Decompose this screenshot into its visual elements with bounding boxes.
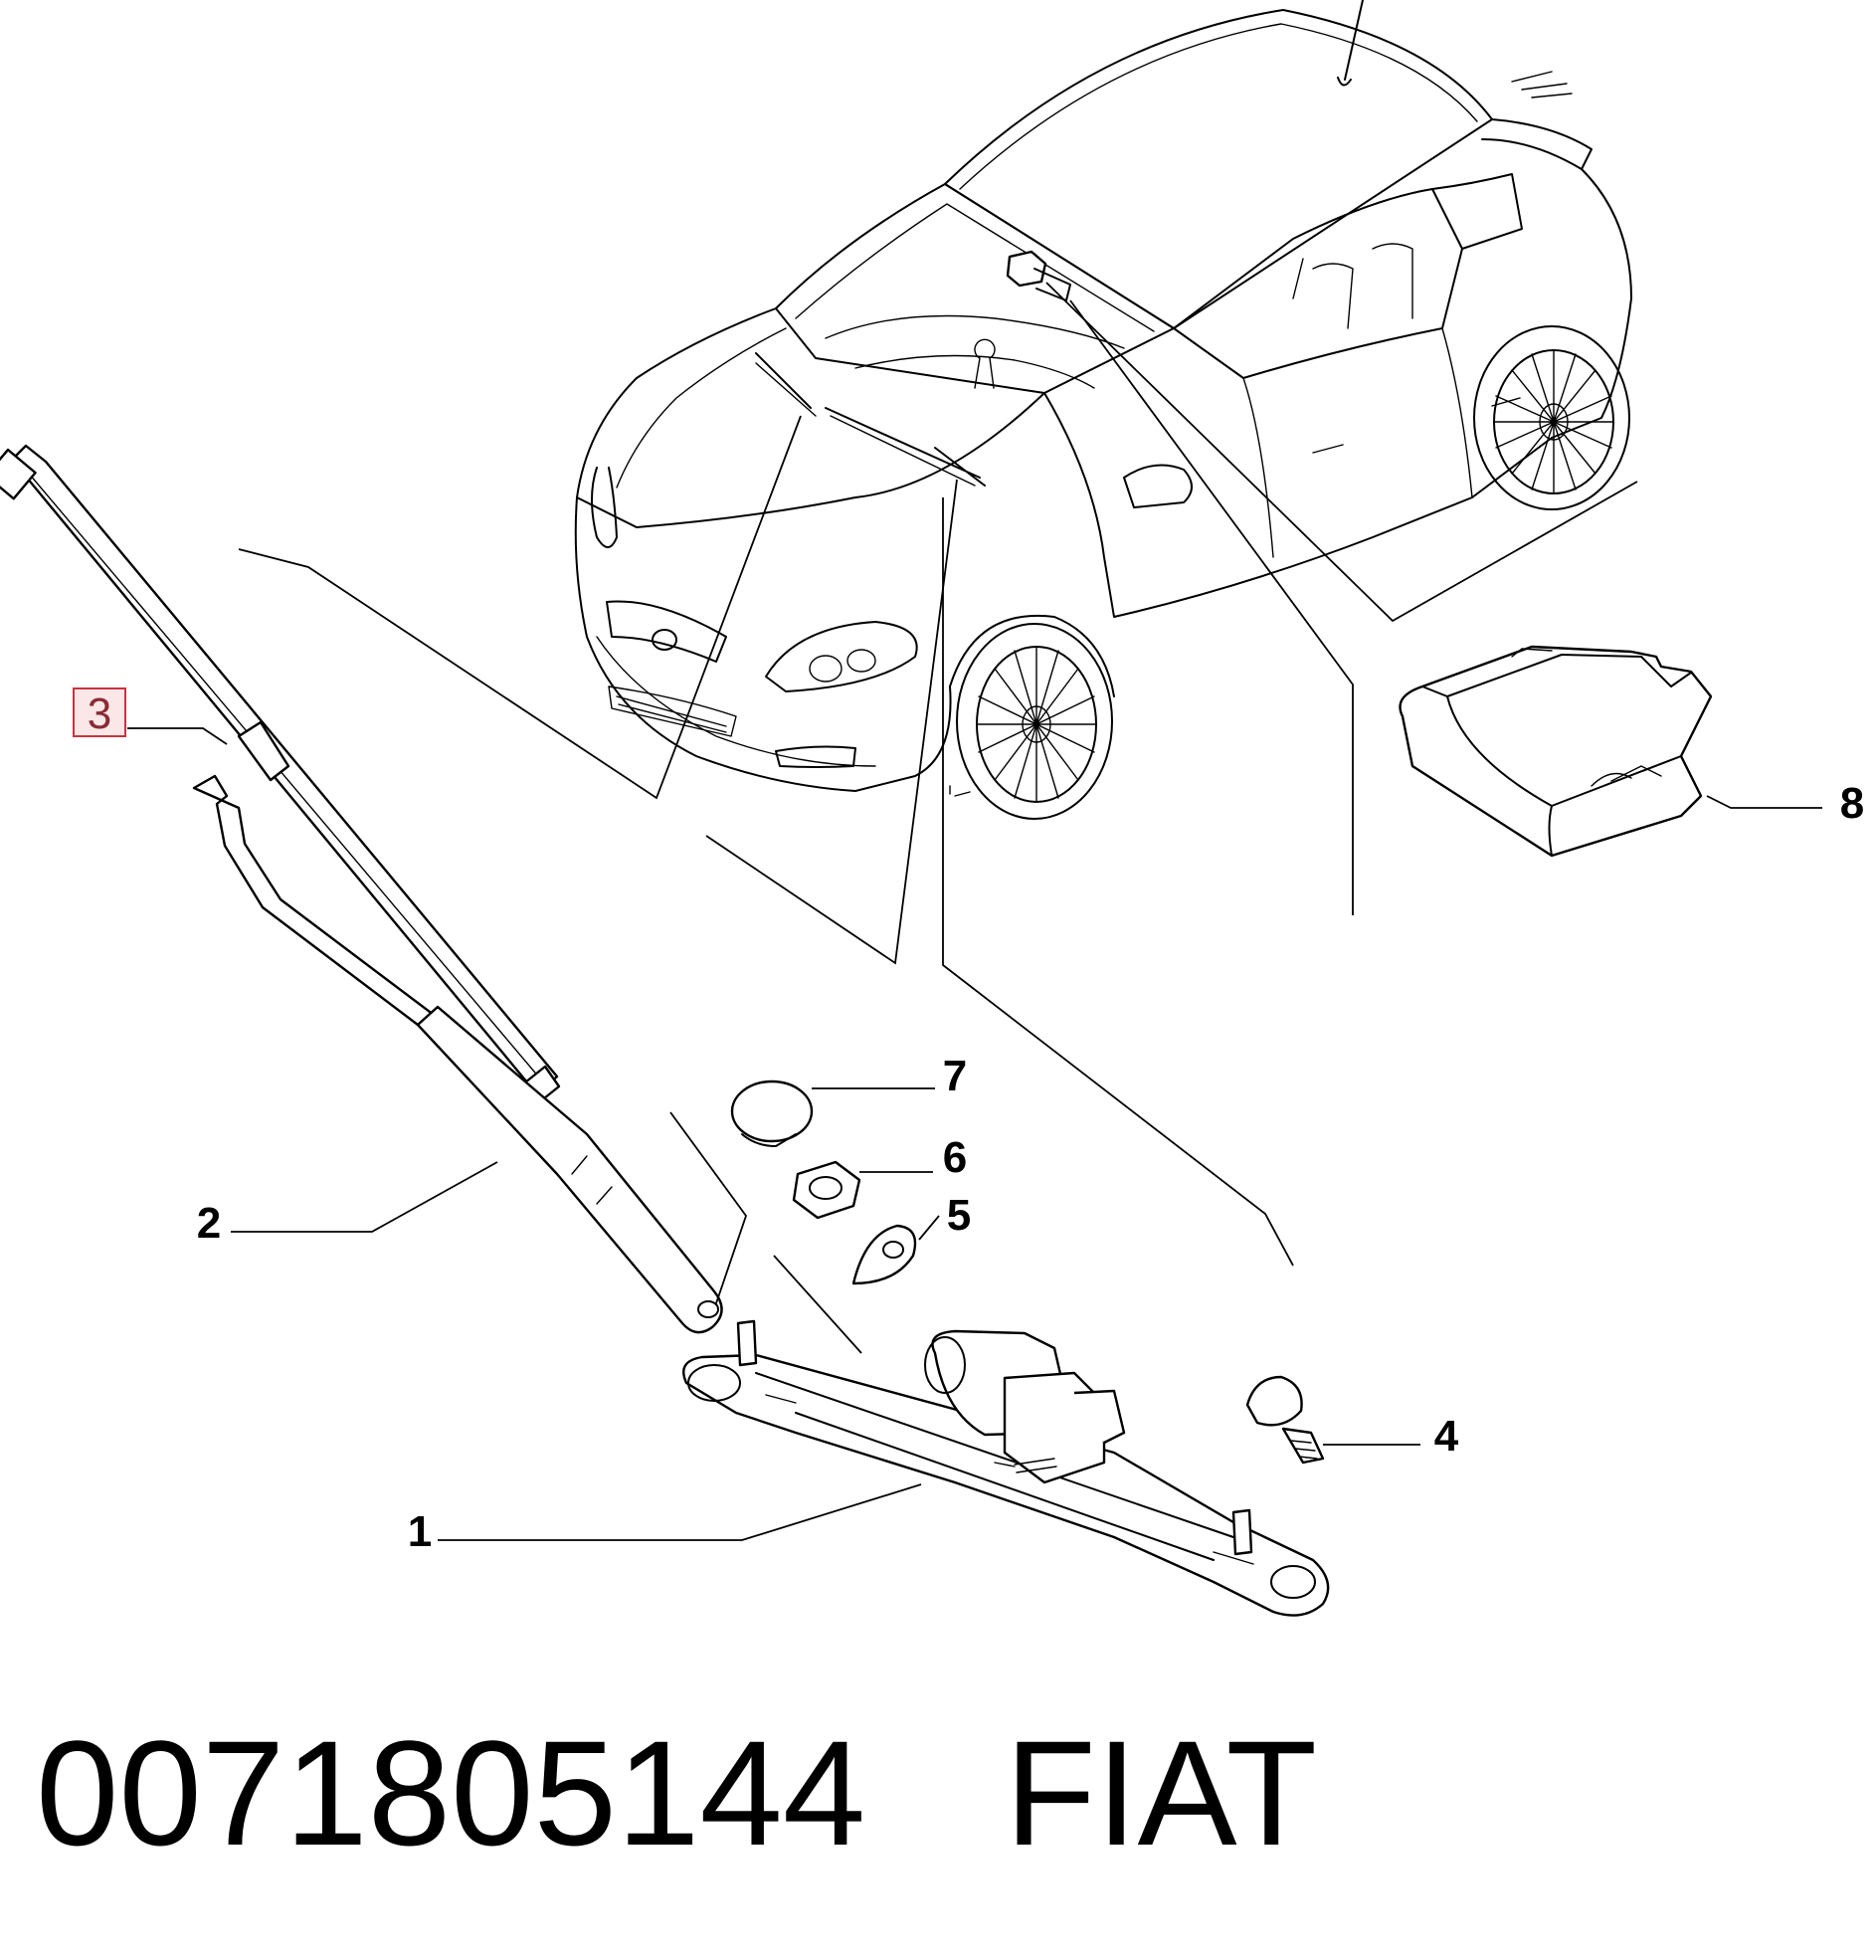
- rain-sensor-module: [1399, 645, 1713, 858]
- wiper-blade: [0, 444, 561, 1104]
- part-number: 0071805144: [36, 1709, 866, 1876]
- cap-part: [730, 1079, 814, 1147]
- callout-6[interactable]: 6: [943, 1133, 967, 1182]
- callout-3[interactable]: 3: [88, 689, 111, 738]
- seal-part: [851, 1224, 917, 1285]
- nut-part: [792, 1160, 861, 1220]
- callout-4[interactable]: 4: [1434, 1412, 1459, 1461]
- exploded-parts-diagram: 3 2 1 4 5 6 7 8: [0, 0, 1864, 1617]
- callout-3-highlight-box: [73, 687, 126, 737]
- callout-labels: 3 2 1 4 5 6 7 8: [73, 687, 1864, 1556]
- wiper-motor-linkage: [682, 1319, 1330, 1617]
- explosion-guide-lines: [238, 282, 1638, 1354]
- callout-7[interactable]: 7: [943, 1052, 967, 1100]
- brand-name: FIAT: [1005, 1709, 1318, 1876]
- car-illustration: [574, 0, 1632, 820]
- callout-5[interactable]: 5: [947, 1191, 971, 1240]
- callout-2[interactable]: 2: [197, 1199, 221, 1248]
- screw-part: [1245, 1375, 1325, 1465]
- callout-8[interactable]: 8: [1840, 779, 1864, 828]
- callout-1[interactable]: 1: [408, 1507, 432, 1556]
- callout-leaders: [127, 727, 1822, 1541]
- wiper-arm: [192, 774, 723, 1334]
- footer-caption: 0071805144 FIAT: [36, 1703, 1317, 1882]
